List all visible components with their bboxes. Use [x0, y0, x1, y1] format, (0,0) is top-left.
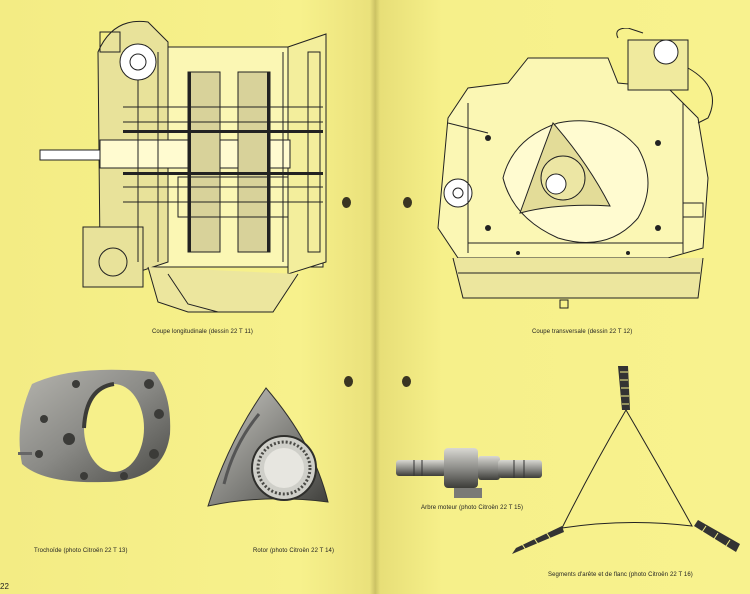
- shaft-photo: [394, 438, 544, 502]
- binding-hole-right-top: [403, 197, 412, 208]
- page-number: 22: [0, 582, 9, 591]
- transversal-caption: Coupe transversale (dessin 22 T 12): [532, 329, 633, 335]
- longitudinal-caption: Coupe longitudinale (dessin 22 T 11): [152, 329, 254, 335]
- binding-hole-right-bottom: [402, 376, 411, 387]
- rotor-caption: Rotor (photo Citroën 22 T 14): [253, 548, 335, 554]
- longitudinal-section-drawing: [38, 12, 330, 318]
- trochoid-photo: [14, 364, 174, 484]
- transversal-section-drawing: [428, 28, 728, 310]
- trochoid-caption: Trochoïde (photo Citroën 22 T 13): [34, 548, 128, 554]
- shaft-caption: Arbre moteur (photo Citroën 22 T 15): [421, 505, 524, 511]
- binding-hole-left-bottom: [344, 376, 353, 387]
- seals-caption: Segments d'arête et de flanc (photo Citr…: [548, 572, 693, 578]
- page-gutter: [370, 0, 380, 594]
- binding-hole-left-top: [342, 197, 351, 208]
- seals-diagram: [510, 358, 742, 558]
- rotor-photo: [204, 384, 332, 512]
